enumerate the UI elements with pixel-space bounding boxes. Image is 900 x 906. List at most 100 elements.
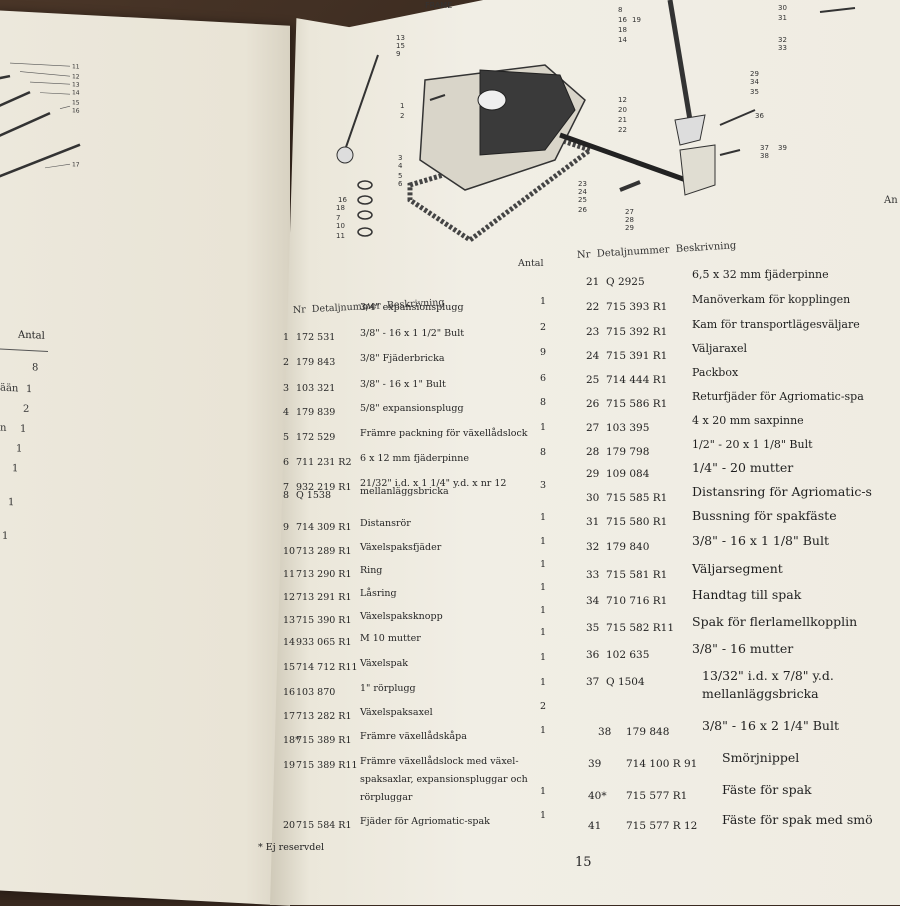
left-text-fragment: n xyxy=(0,422,7,434)
row-nr: 10 xyxy=(283,546,296,557)
row-nr: 6 xyxy=(283,457,290,468)
row-nr: 3 xyxy=(283,383,290,394)
diagram-callout: 29 xyxy=(625,224,634,232)
row-nr: 29 xyxy=(586,468,600,480)
left-callout: 16 xyxy=(72,107,80,114)
diagram-callout: 13 xyxy=(396,34,405,42)
row-part-number: 715 577 R1 xyxy=(626,790,688,802)
row-part-number: 172 529 xyxy=(296,432,336,443)
row-description: Spak för flerlamellkopplin xyxy=(692,614,858,629)
row-quantity: 1 xyxy=(540,559,547,570)
row-nr: 38 xyxy=(598,726,612,738)
row-part-number: 715 390 R1 xyxy=(296,615,352,626)
diagram-callout: 10 xyxy=(336,222,345,230)
row-description: Växelspaksknopp xyxy=(360,611,443,622)
row-part-number: 715 577 R 12 xyxy=(626,820,698,832)
left-qty: 1 xyxy=(16,443,23,455)
col-header-antal: An xyxy=(884,195,898,206)
left-antal-header: Antal xyxy=(18,329,45,342)
left-qty: 8 xyxy=(32,362,39,374)
row-quantity: 1 xyxy=(540,786,547,797)
diagram-callout: 25 xyxy=(578,196,587,204)
row-part-number: 714 444 R1 xyxy=(606,374,668,386)
row-part-number: 715 393 R1 xyxy=(606,301,668,313)
row-part-number: 713 282 R1 xyxy=(296,711,352,722)
row-part-number: 711 231 R2 xyxy=(296,457,352,468)
row-nr: 12 xyxy=(283,592,296,603)
diagram-callout: 39 xyxy=(778,144,787,152)
row-nr: 16 xyxy=(283,687,296,698)
row-nr: 31 xyxy=(586,516,600,528)
row-quantity: 2 xyxy=(540,322,547,333)
row-description: mellanläggsbricka xyxy=(702,686,819,701)
row-part-number: 715 584 R1 xyxy=(296,820,352,831)
diagram-callout: 32 xyxy=(778,36,787,44)
row-part-number: Q 1538 xyxy=(296,490,331,501)
row-description: Väljaraxel xyxy=(692,342,748,355)
diagram-callout: 31 xyxy=(778,14,787,22)
left-callout: 14 xyxy=(72,89,80,96)
row-quantity: 3 xyxy=(540,480,547,491)
row-part-number: 714 712 R11 xyxy=(296,662,358,673)
left-qty: 1 xyxy=(26,383,33,396)
row-nr: 1 xyxy=(283,332,290,343)
row-part-number: 933 065 R1 xyxy=(296,637,352,648)
row-nr: 26 xyxy=(586,398,600,410)
row-description: Distansring för Agriomatic-s xyxy=(692,484,872,499)
row-nr: 20 xyxy=(283,820,296,831)
row-part-number: 179 843 xyxy=(296,357,336,368)
left-callout: 13 xyxy=(72,81,80,88)
diagram-callout: 33 xyxy=(778,44,787,52)
row-nr: 37 xyxy=(586,676,600,688)
diagram-callout: 23 xyxy=(578,180,587,188)
diagram-callout: 1 xyxy=(400,102,404,110)
row-description: spaksaxlar, expansionspluggar och xyxy=(360,774,528,785)
row-nr: 8 xyxy=(283,490,290,501)
row-part-number: 103 395 xyxy=(606,422,650,434)
row-quantity: 2 xyxy=(540,701,547,712)
row-description: 3/8" - 16 x 2 1/4" Bult xyxy=(702,718,839,733)
row-description: Smörjnippel xyxy=(722,750,800,765)
left-page: 11 12 13 14 15 16 17 Antal 8 ään 1 2 n 1… xyxy=(0,10,290,906)
row-part-number: 715 586 R1 xyxy=(606,398,668,410)
row-nr: 4 xyxy=(283,407,290,418)
page-number: 15 xyxy=(575,855,592,870)
diagram-callout: 20 xyxy=(618,106,627,114)
diagram-callout: 19 xyxy=(632,16,641,24)
diagram-callout: 16 xyxy=(338,196,347,204)
left-qty: 2 xyxy=(23,403,30,416)
row-quantity: 1 xyxy=(540,512,547,523)
row-nr: 23 xyxy=(586,326,600,338)
row-nr: 27 xyxy=(586,422,600,434)
row-part-number: 714 309 R1 xyxy=(296,522,352,533)
row-nr: 7 xyxy=(283,482,290,493)
diagram-callout: 8 xyxy=(618,6,622,14)
row-part-number: 103 321 xyxy=(296,383,336,394)
diagram-callout: 22 xyxy=(618,126,627,134)
row-quantity: 1 xyxy=(540,677,547,688)
row-description: 1" rörplugg xyxy=(360,683,416,694)
row-description: Låsring xyxy=(360,588,397,599)
row-nr: 28 xyxy=(586,446,600,458)
row-description: Handtag till spak xyxy=(692,587,802,602)
left-qty: 1 xyxy=(20,423,27,435)
left-qty: 1 xyxy=(12,463,19,475)
diagram-callout: 36 xyxy=(755,112,764,120)
row-part-number: 179 840 xyxy=(606,541,650,553)
row-description: Växelspaksfjäder xyxy=(360,542,442,553)
row-description: Ring xyxy=(360,565,383,576)
row-description: Fjäder för Agriomatic-spak xyxy=(360,816,490,827)
row-quantity: 1 xyxy=(540,725,547,736)
row-nr: 22 xyxy=(586,301,600,313)
col-header-nr: Nr xyxy=(576,249,591,261)
left-text-fragment: ään xyxy=(0,382,19,395)
row-part-number: 714 100 R 91 xyxy=(626,758,698,770)
row-part-number: Q 1504 xyxy=(606,676,645,688)
diagram-callout: 6 xyxy=(398,180,403,188)
row-quantity: 1 xyxy=(540,652,547,663)
row-part-number: 179 798 xyxy=(606,446,650,458)
left-callout: 17 xyxy=(72,161,80,168)
diagram-callout: 11 xyxy=(336,232,345,240)
row-nr: 34 xyxy=(586,595,600,607)
left-callout: 15 xyxy=(72,99,80,106)
